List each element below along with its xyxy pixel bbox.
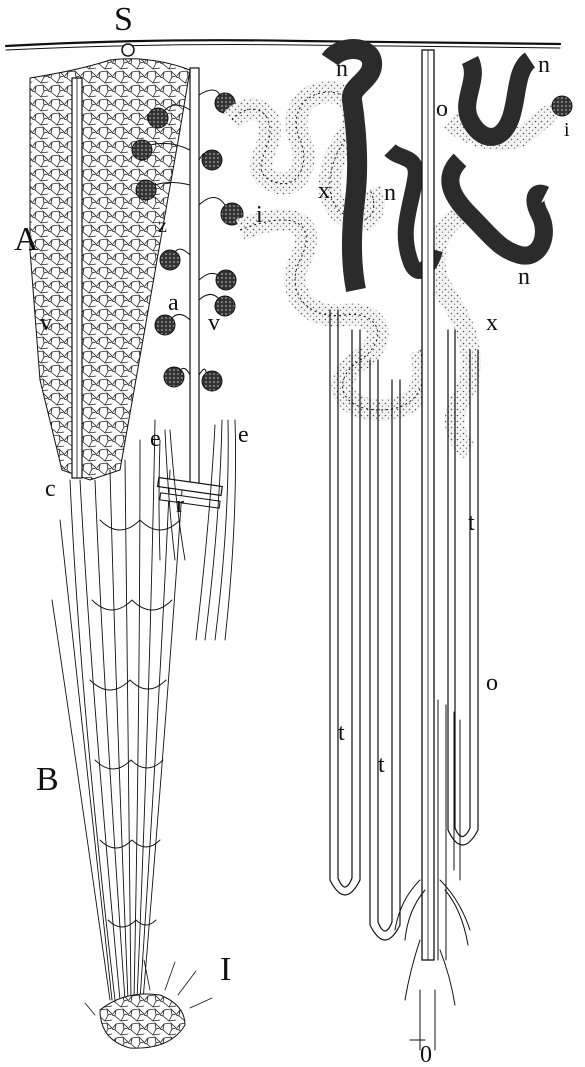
label-e-right: e xyxy=(238,422,249,448)
label-e-left: e xyxy=(150,426,161,452)
label-n-1: n xyxy=(336,56,348,82)
papilla-cell-cluster xyxy=(100,994,185,1048)
label-v-lower: v xyxy=(208,310,220,336)
label-bottom-mark: 0 xyxy=(420,1042,432,1067)
arterial-trunk xyxy=(190,68,199,488)
label-r: r xyxy=(176,492,184,518)
medullary-fan xyxy=(52,420,182,1000)
label-o-lower: o xyxy=(486,670,498,696)
surface-vessel-node xyxy=(122,44,134,56)
label-I: I xyxy=(220,951,231,988)
label-t-3: t xyxy=(378,752,385,778)
label-t-1: t xyxy=(468,510,475,536)
label-t-2: t xyxy=(338,720,345,746)
label-n-4: n xyxy=(518,264,530,290)
label-n-3: n xyxy=(384,180,396,206)
label-n-2: n xyxy=(538,52,550,78)
label-A: A xyxy=(14,221,39,258)
convoluted-tubule-lower xyxy=(240,220,424,410)
label-o-upper: o xyxy=(436,96,448,122)
label-a: a xyxy=(168,290,179,316)
label-S: S xyxy=(114,1,133,38)
label-B: B xyxy=(36,761,59,798)
label-x-upper: x xyxy=(318,178,330,204)
glomerulus-right xyxy=(552,96,572,116)
label-c: c xyxy=(45,476,56,502)
label-x-lower: x xyxy=(486,310,498,336)
capsule-surface-line-inner xyxy=(6,45,560,50)
label-i-right: i xyxy=(564,119,570,141)
label-i-left: i xyxy=(256,202,263,228)
label-z: z xyxy=(158,215,167,237)
label-v-upper: v xyxy=(40,310,52,336)
dark-tubule-n-lower-right xyxy=(450,160,545,256)
